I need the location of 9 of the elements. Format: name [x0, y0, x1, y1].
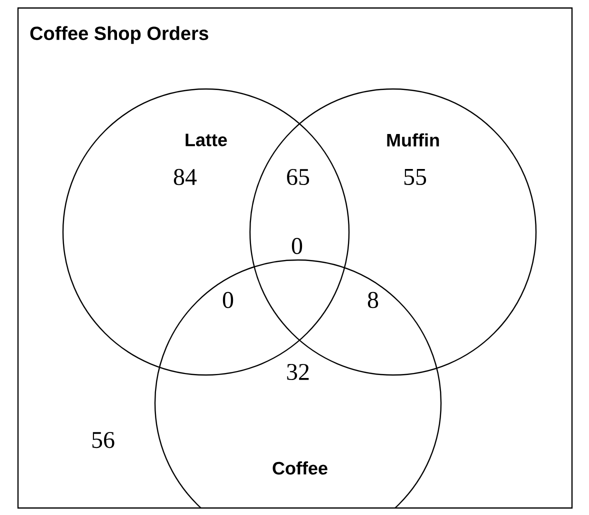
title: Coffee Shop Orders [30, 26, 208, 44]
region-count: 65 [287, 168, 310, 186]
region-count: 32 [287, 364, 309, 380]
region-count: 56 [92, 432, 114, 448]
region-count: 8 [368, 292, 378, 308]
region-count: 84 [174, 168, 197, 186]
region-count: 55 [404, 169, 426, 185]
region-count: 0 [292, 238, 302, 254]
region-count: 0 [222, 292, 234, 308]
